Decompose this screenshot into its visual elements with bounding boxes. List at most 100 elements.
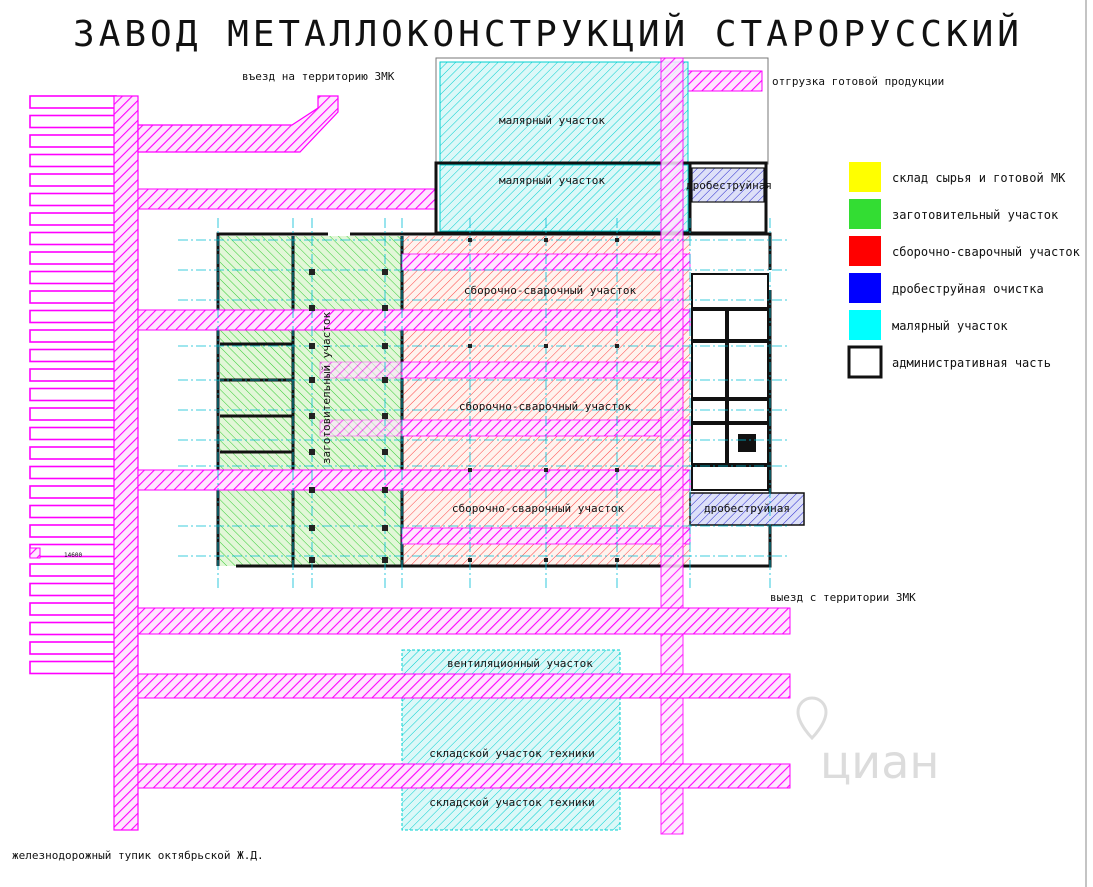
- column: [615, 558, 619, 562]
- column: [309, 449, 315, 455]
- rail-spine: [113, 95, 139, 831]
- entry-road: [137, 95, 339, 153]
- track-vertical: [660, 57, 684, 835]
- label-paint-top: малярный участок: [499, 114, 605, 127]
- column: [382, 525, 388, 531]
- legend-label: административная часть: [892, 356, 1051, 370]
- column: [382, 557, 388, 563]
- label-prep: заготовительный участок: [320, 311, 333, 464]
- label-storage-2: складской участок техники: [429, 796, 595, 809]
- structural-columns: [309, 238, 619, 563]
- legend-label: сборочно-сварочный участок: [892, 245, 1081, 259]
- rail-siding: [29, 504, 117, 519]
- column: [382, 343, 388, 349]
- rail-siding: [29, 231, 117, 246]
- rail-siding: [29, 387, 117, 402]
- column: [309, 269, 315, 275]
- rail-siding: [29, 524, 117, 538]
- column: [544, 468, 548, 472]
- track-hall-2: [137, 309, 691, 331]
- column: [382, 377, 388, 383]
- column: [468, 558, 472, 562]
- legend-swatch: [849, 310, 881, 340]
- blast-top: [691, 167, 765, 203]
- legend-swatch: [849, 236, 881, 266]
- legend-swatch: [849, 199, 881, 229]
- legend-label: дробеструйная очистка: [892, 282, 1044, 296]
- column: [382, 305, 388, 311]
- legend-swatch: [849, 162, 881, 192]
- label-exit: выезд с территории ЗМК: [770, 591, 916, 604]
- column: [615, 344, 619, 348]
- label-shipping: отгрузка готовой продукции: [772, 75, 944, 88]
- column: [544, 344, 548, 348]
- legend-swatch: [847, 345, 883, 379]
- location-pin-icon: [796, 696, 828, 741]
- rail-siding: [29, 641, 117, 655]
- rail-siding: [29, 485, 117, 499]
- label-paint-mid: малярный участок: [499, 174, 605, 187]
- column: [382, 487, 388, 493]
- dimension-text: 14600: [64, 552, 82, 559]
- rail-siding: [29, 563, 117, 577]
- legend: склад сырья и готовой МК заготовительный …: [847, 162, 1081, 379]
- rail-siding: [29, 309, 117, 324]
- track-low-2: [137, 763, 791, 789]
- prep-area: [220, 236, 402, 566]
- rail-siding: [29, 270, 117, 285]
- rail-comb: [29, 95, 117, 675]
- column: [309, 557, 315, 563]
- label-weld-2: сборочно-сварочный участок: [459, 400, 632, 413]
- column: [382, 269, 388, 275]
- label-storage-1: складской участок техники: [429, 747, 595, 760]
- label-weld-1: сборочно-сварочный участок: [464, 284, 637, 297]
- legend-swatch: [849, 273, 881, 303]
- rail-siding: [29, 290, 117, 304]
- track-entry: [137, 188, 437, 210]
- column: [309, 525, 315, 531]
- label-weld-3: сборочно-сварочный участок: [452, 502, 625, 515]
- paint-area-top: [439, 61, 689, 165]
- rail-siding: [29, 114, 117, 129]
- column: [468, 468, 472, 472]
- column: [309, 377, 315, 383]
- label-railway: железнодорожный тупик октябрьской Ж.Д.: [12, 849, 264, 862]
- legend-label: склад сырья и готовой МК: [892, 171, 1066, 185]
- track-exit: [137, 607, 791, 635]
- track-low-1: [137, 673, 791, 699]
- column: [468, 344, 472, 348]
- label-blast-top: дробеструйная: [686, 179, 772, 192]
- track-prep-grey2: [319, 419, 403, 437]
- rail-siding: [29, 212, 117, 226]
- rail-siding: [29, 153, 117, 168]
- watermark-text: циан: [820, 735, 939, 789]
- rail-siding: [29, 446, 117, 460]
- column: [309, 413, 315, 419]
- rail-siding: [29, 582, 117, 597]
- rail-siding: [29, 426, 117, 441]
- rail-siding: [29, 329, 117, 343]
- label-entry: въезд на территорию ЗМК: [242, 70, 395, 83]
- watermark: циан: [796, 696, 939, 789]
- legend-label: заготовительный участок: [892, 208, 1059, 222]
- plan-title: ЗАВОД МЕТАЛЛОКОНСТРУКЦИЙ СТАРОРУССКИЙ: [73, 13, 1023, 55]
- rail-siding: [29, 134, 117, 148]
- legend-label: малярный участок: [892, 319, 1008, 333]
- stair-block: [738, 434, 756, 452]
- paint-area-mid: [439, 164, 689, 232]
- label-blast-bottom: дробеструйная: [704, 502, 790, 515]
- dimension-mark: [29, 547, 41, 559]
- column: [468, 238, 472, 242]
- rail-siding: [29, 251, 117, 265]
- column: [544, 558, 548, 562]
- column: [382, 449, 388, 455]
- column: [309, 305, 315, 311]
- rail-siding: [29, 407, 117, 421]
- rail-siding: [29, 95, 117, 109]
- rail-siding: [29, 348, 117, 363]
- column: [309, 487, 315, 493]
- rail-siding: [29, 465, 117, 480]
- column: [544, 238, 548, 242]
- column: [615, 238, 619, 242]
